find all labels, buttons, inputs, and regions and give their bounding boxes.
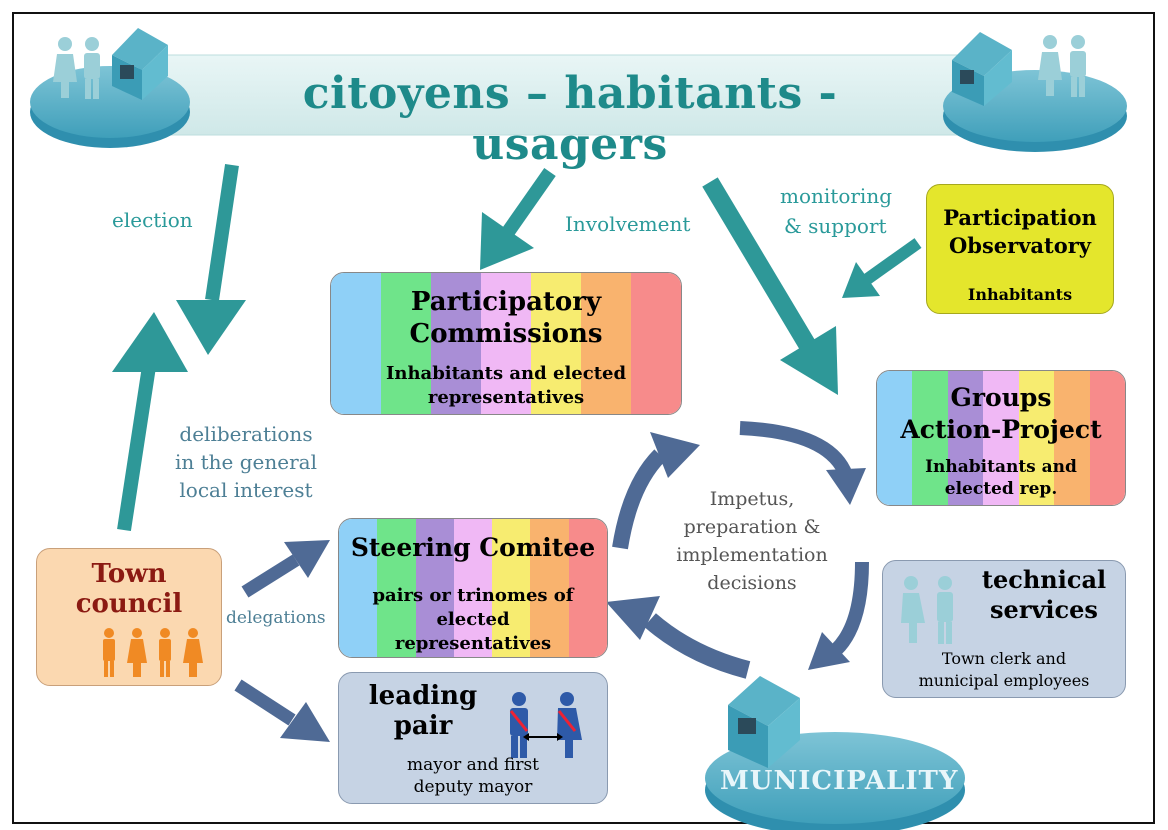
elected-people-icon	[103, 628, 203, 677]
leading-pair-sub-1: mayor and first	[406, 755, 539, 775]
leading-pair-sub-2: deputy mayor	[413, 777, 533, 797]
citizens-disc-right	[943, 32, 1127, 152]
outer-frame	[12, 12, 1155, 824]
arrow-delegations-head	[284, 540, 330, 578]
arrow-cycle-left-head	[606, 596, 660, 640]
steering-sub-1: pairs or trinomes of	[372, 585, 574, 606]
participatory-sub-2: representatives	[427, 387, 585, 408]
groups-action-project-box: Groups Action-Project Inhabitants and el…	[876, 370, 1126, 506]
people-icon	[53, 37, 100, 99]
staff-people-icon	[901, 576, 953, 644]
technical-sub-1: Town clerk and	[941, 649, 1067, 668]
house-icon	[952, 32, 1012, 106]
town-council-title-1: Town	[91, 559, 167, 589]
label-deliberations-1: deliberations	[179, 422, 313, 446]
technical-services-box: technical services Town clerk and munici…	[882, 560, 1126, 698]
house-icon	[112, 28, 168, 100]
arrow-to-leading-pair	[234, 679, 296, 726]
arrow-monitoring	[862, 238, 922, 285]
banner-title: citoyens – habitants - usagers	[302, 68, 838, 170]
arrow-deliberations	[117, 358, 157, 532]
steering-sub-2: elected	[436, 609, 510, 630]
groups-sub-1: Inhabitants and	[925, 457, 1077, 477]
participatory-title-1: Participatory	[410, 287, 602, 317]
participatory-commissions-box: Participatory Commissions Inhabitants an…	[330, 272, 682, 415]
steering-sub-3: representatives	[394, 633, 552, 654]
municipality-label: MUNICIPALITY	[720, 766, 959, 796]
groups-title-1: Groups	[950, 383, 1052, 412]
technical-title-1: technical	[981, 565, 1107, 594]
technical-sub-2: municipal employees	[918, 671, 1090, 690]
rainbow-stripes	[877, 371, 1125, 505]
arrow-cycle-left	[644, 613, 751, 679]
label-deliberations-2: in the general	[175, 450, 317, 474]
arrow-cycle-up	[612, 449, 666, 550]
arrow-election	[205, 163, 239, 302]
house-icon	[728, 676, 800, 768]
arrow-election-head	[176, 300, 246, 355]
leading-pair-title-1: leading	[368, 681, 478, 711]
label-involvement: Involvement	[565, 212, 691, 236]
arrow-monitoring-head	[842, 262, 880, 298]
teal-arrows	[112, 163, 922, 532]
arrow-to-groups	[702, 177, 816, 351]
label-monitoring: monitoring	[780, 184, 893, 208]
town-council-title-2: council	[75, 589, 183, 619]
mayor-pair-icon	[509, 692, 582, 758]
observatory-sub: Inhabitants	[967, 285, 1073, 304]
technical-title-2: services	[990, 595, 1098, 624]
arrow-cycle-down-head	[808, 632, 850, 670]
observatory-title-2: Observatory	[948, 233, 1091, 258]
steering-title: Steering Comitee	[350, 533, 596, 562]
people-icon	[1038, 35, 1086, 97]
rainbow-stripes	[339, 519, 607, 657]
arrow-involvement-head	[480, 212, 534, 270]
label-impetus-4: decisions	[707, 572, 797, 594]
arrow-to-groups-head	[780, 326, 838, 395]
participation-observatory-box: Participation Observatory Inhabitants	[926, 184, 1114, 314]
arrow-delegations	[241, 554, 300, 598]
citizens-disc-left	[30, 28, 190, 148]
leading-pair-title-2: pair	[393, 711, 453, 741]
label-impetus-1: Impetus,	[709, 488, 795, 510]
label-impetus-2: preparation &	[683, 516, 821, 538]
arrow-cycle-up-head	[650, 432, 700, 478]
label-deliberations-3: local interest	[179, 478, 313, 502]
arrow-deliberations-head	[112, 312, 188, 372]
steering-comitee-box: Steering Comitee pairs or trinomes of el…	[338, 518, 608, 658]
arrow-cycle-right	[739, 421, 853, 478]
leading-pair-box: leading pair mayor and first deputy mayo…	[338, 672, 608, 804]
observatory-title-1: Participation	[943, 205, 1097, 230]
arrow-cycle-right-head	[826, 468, 866, 505]
label-support: & support	[784, 214, 887, 238]
groups-title-2: Action-Project	[900, 415, 1102, 444]
participatory-sub-1: Inhabitants and elected	[385, 363, 627, 384]
label-delegations: delegations	[226, 608, 326, 628]
rainbow-stripes	[331, 273, 681, 414]
slate-arrows	[234, 421, 869, 742]
arrow-cycle-down	[830, 561, 869, 656]
town-council-box: Town council	[36, 548, 222, 686]
label-impetus-3: implementation	[676, 544, 828, 566]
groups-sub-2: elected rep.	[944, 479, 1058, 499]
arrow-involvement	[502, 167, 556, 237]
arrow-to-leading-pair-head	[280, 702, 330, 742]
participatory-title-2: Commissions	[409, 319, 603, 349]
label-election: election	[112, 208, 193, 232]
municipality-disc	[705, 676, 965, 830]
